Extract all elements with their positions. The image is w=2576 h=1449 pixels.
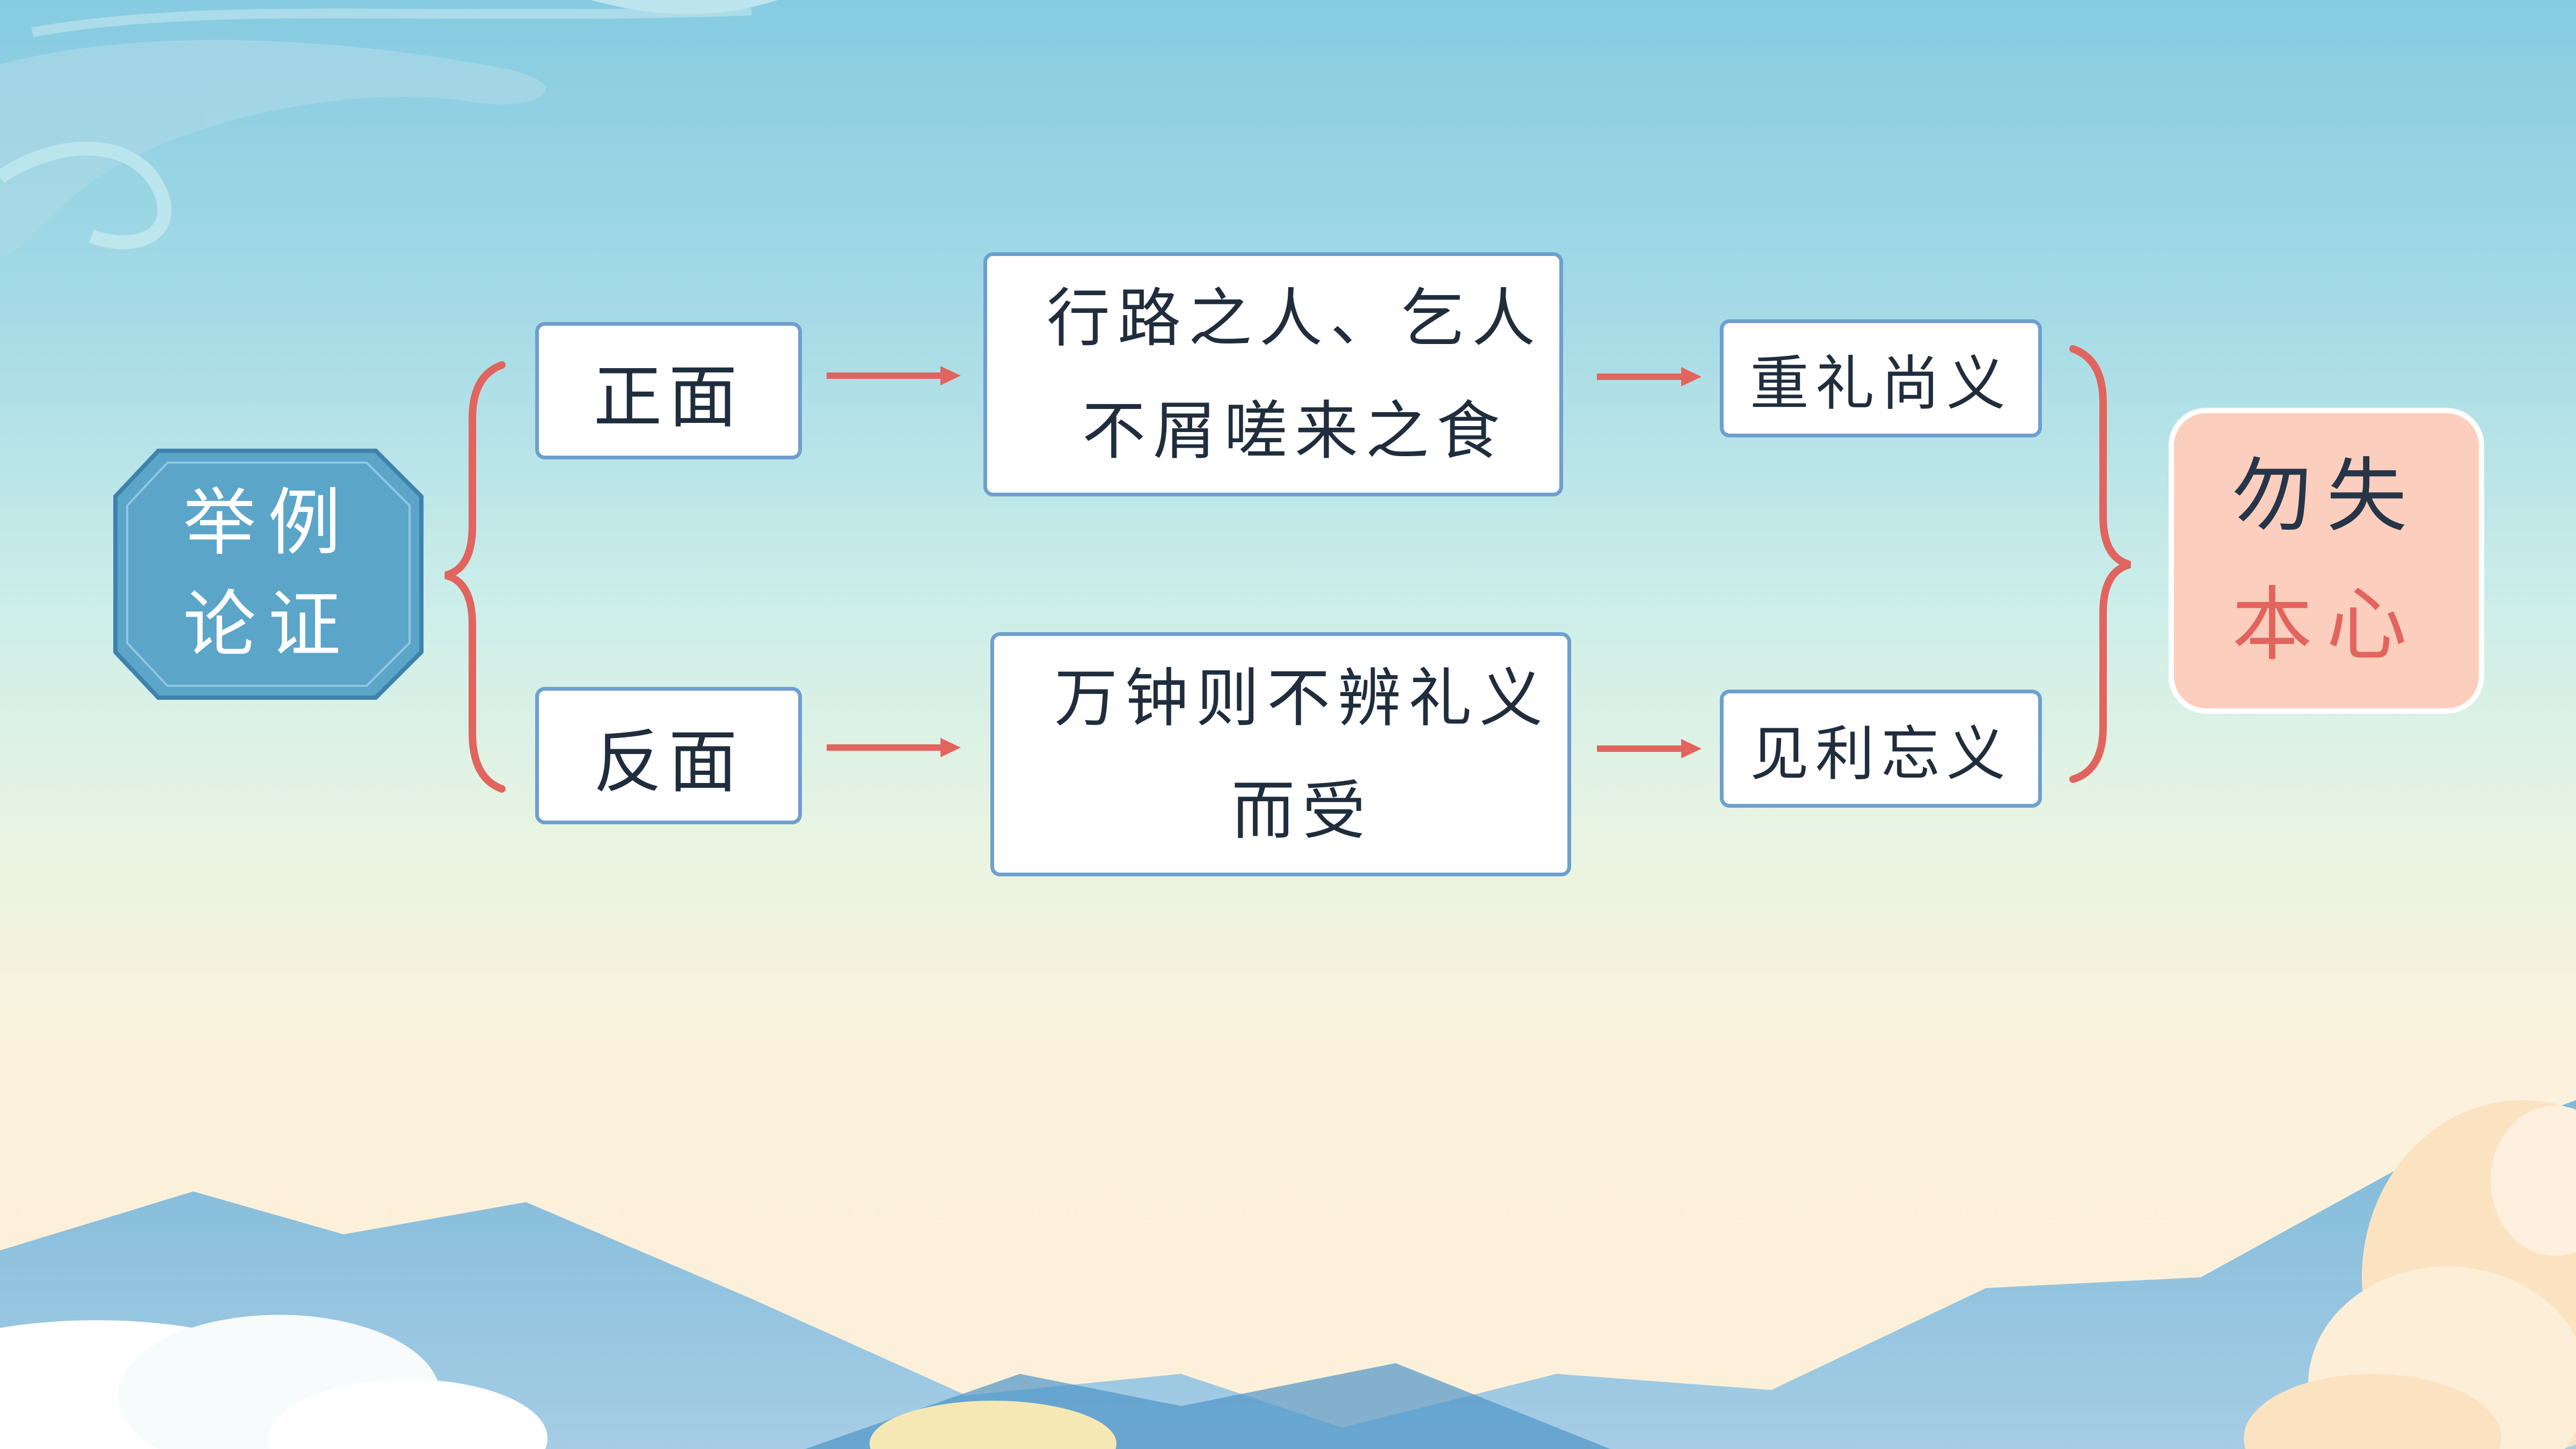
wind-ribbon-decoration — [0, 0, 778, 258]
negative-example-line-2: 而受 — [1231, 773, 1373, 848]
cloud-decoration-right — [2244, 1100, 2576, 1449]
positive-value: 重礼尚义 — [1750, 349, 2012, 418]
negative-example-line-1: 万钟则不辨礼义 — [1054, 661, 1550, 735]
arrow-icon — [827, 738, 961, 757]
arrow-icon — [1597, 367, 1702, 386]
positive-example-box: 行路之人、乞人 不屑嗟来之食 — [983, 252, 1563, 496]
right-brace-icon — [2069, 345, 2132, 783]
negative-value-box: 见利忘义 — [1720, 690, 2042, 808]
root-line-1: 举例 — [183, 481, 353, 566]
positive-example-line-1: 行路之人、乞人 — [1046, 281, 1543, 355]
conclusion-line-2: 本心 — [2231, 579, 2421, 672]
root-node: 举例 论证 — [115, 453, 420, 695]
left-brace-icon — [444, 361, 506, 793]
negative-label: 反面 — [593, 722, 744, 802]
positive-label-box: 正面 — [535, 322, 802, 459]
conclusion-line-1: 勿失 — [2231, 450, 2421, 543]
positive-example-line-2: 不屑嗟来之食 — [1082, 393, 1507, 468]
positive-value-box: 重礼尚义 — [1720, 319, 2042, 437]
arrow-icon — [1597, 739, 1702, 758]
positive-label: 正面 — [593, 357, 744, 437]
negative-value: 见利忘义 — [1750, 720, 2012, 788]
negative-example-box: 万钟则不辨礼义 而受 — [990, 632, 1571, 876]
root-octagon-shape — [113, 449, 424, 700]
negative-label-box: 反面 — [535, 687, 802, 824]
conclusion-box: 勿失 本心 — [2169, 408, 2484, 714]
arrow-icon — [827, 366, 961, 385]
cloud-decoration — [0, 1315, 1116, 1449]
root-line-2: 论证 — [183, 583, 353, 668]
